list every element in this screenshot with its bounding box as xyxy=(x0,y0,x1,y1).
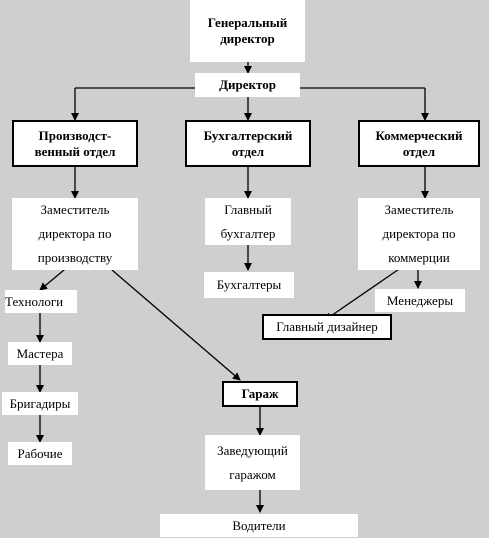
node-chief-accountant: Главный бухгалтер xyxy=(205,198,291,245)
node-director: Директор xyxy=(195,73,300,97)
node-chief-designer: Главный дизайнер xyxy=(262,314,392,340)
node-technologists: Технологи xyxy=(5,290,77,313)
link-deputy-designer xyxy=(324,264,406,321)
node-garage-head: Заведующий гаражом xyxy=(205,435,300,490)
node-deputy-commercial: Заместитель директора по коммерции xyxy=(358,198,480,270)
node-managers: Менеджеры xyxy=(375,289,465,312)
node-ceo: Генеральный директор xyxy=(190,0,305,62)
node-commercial-dept: Коммерческий отдел xyxy=(358,120,480,167)
node-deputy-production: Заместитель директора по производству xyxy=(12,198,138,270)
node-drivers: Водители xyxy=(160,514,358,537)
node-accounting-dept: Бухгалтерский отдел xyxy=(185,120,311,167)
link-deputy-garage xyxy=(111,269,241,381)
node-production-dept: Производст- венный отдел xyxy=(12,120,138,167)
node-accountants: Бухгалтеры xyxy=(204,272,294,298)
node-foremen: Бригадиры xyxy=(2,392,78,415)
node-masters: Мастера xyxy=(8,342,72,365)
node-workers: Рабочие xyxy=(8,442,72,465)
node-garage: Гараж xyxy=(222,381,298,407)
